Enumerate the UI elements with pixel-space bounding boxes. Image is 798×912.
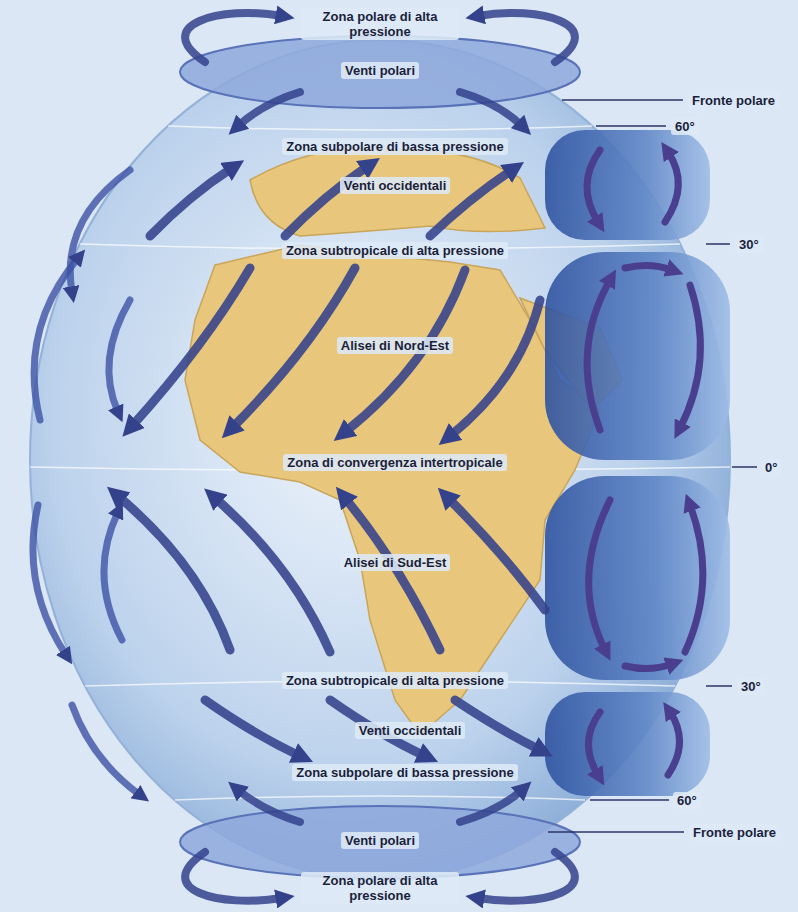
leader-line (706, 685, 732, 687)
side-circulation (33, 170, 140, 795)
vertical-cells (545, 130, 730, 796)
pressure-zone-label: Zona subtropicale di alta pressione (282, 242, 508, 259)
latitude-label: 60° (673, 792, 701, 809)
polar-arrow (478, 13, 575, 62)
leader-line (548, 831, 684, 833)
latitude-line (175, 796, 585, 800)
pressure-zone-label: Zona subpolare di bassa pressione (292, 764, 517, 781)
wind-label: Venti polari (341, 832, 419, 849)
polar-arrow (238, 92, 300, 126)
leader-line (706, 243, 730, 245)
trade-wind-arrow (132, 268, 250, 426)
front-label: Fronte polare (689, 824, 780, 841)
wind-label: Venti occidentali (340, 177, 451, 194)
cell-arrow (588, 712, 600, 775)
cell-arrow (668, 712, 680, 775)
hadley-cell (545, 476, 730, 680)
cell-arrow (680, 285, 700, 428)
leader-line (562, 99, 683, 101)
wind-label: Alisei di Nord-Est (337, 337, 453, 354)
surface-winds (118, 166, 545, 756)
cell-arrows (587, 150, 703, 775)
cell-arrow (685, 505, 703, 652)
leader-lines (548, 100, 757, 832)
polar-arrow (185, 13, 282, 62)
hadley-cell (545, 252, 730, 460)
leader-line (590, 799, 669, 801)
trade-wind-arrow (345, 498, 440, 650)
africa (185, 245, 600, 735)
circulation-arrow (109, 300, 130, 412)
circulation-arrow (70, 170, 130, 292)
circulation-arrow (34, 258, 78, 420)
polar-arrow (460, 92, 522, 126)
polar-arrow (185, 852, 282, 901)
wind-label: Venti polari (341, 62, 419, 79)
trade-wind-arrow (448, 498, 545, 610)
latitude-line (168, 126, 592, 130)
cell-arrow (625, 664, 672, 669)
pressure-zone-label: Zona polare di alta pressione (301, 872, 459, 904)
circulation-arrow (33, 505, 66, 655)
ferrel-cell (545, 130, 710, 240)
ferrel-cell (545, 692, 710, 796)
wind-label: Alisei di Sud-Est (340, 554, 451, 571)
polar-arrow (238, 790, 300, 822)
cell-arrow (587, 150, 600, 222)
latitude-label: 0° (761, 459, 781, 476)
leader-line (596, 125, 666, 127)
front-label: Fronte polare (688, 92, 779, 109)
polar-arrow (460, 790, 522, 822)
pressure-zone-label: Zona subtropicale di alta pressione (282, 672, 508, 689)
circulation-arrow (72, 705, 140, 795)
pressure-zone-label: Zona subpolare di bassa pressione (282, 138, 507, 155)
polar-arrow (478, 852, 575, 901)
trade-wind-arrow (450, 300, 540, 436)
cell-arrow (587, 280, 610, 430)
polar-cap (180, 806, 580, 878)
westerly-arrow (150, 168, 232, 236)
westerly-arrow (205, 700, 300, 756)
wind-label: Venti occidentali (355, 722, 466, 739)
circulation-arrow (104, 512, 122, 640)
leader-line (732, 466, 757, 468)
polar-winds (185, 13, 575, 901)
pressure-zone-label: Zona di convergenza intertropicale (283, 454, 506, 471)
polar-cap (180, 36, 580, 108)
latitude-label: 30° (737, 678, 765, 695)
cell-arrow (625, 265, 672, 270)
latitude-lines (30, 126, 730, 800)
trade-wind-arrow (118, 496, 230, 650)
cell-arrow (589, 500, 610, 650)
trade-wind-arrow (215, 498, 330, 652)
europe (250, 148, 545, 236)
polar-caps (180, 36, 580, 878)
cell-arrow (665, 152, 678, 222)
globe (30, 40, 730, 880)
latitude-label: 60° (671, 118, 699, 135)
pressure-zone-label: Zona polare di alta pressione (301, 8, 459, 40)
latitude-label: 30° (735, 236, 763, 253)
westerly-arrow (455, 700, 540, 750)
